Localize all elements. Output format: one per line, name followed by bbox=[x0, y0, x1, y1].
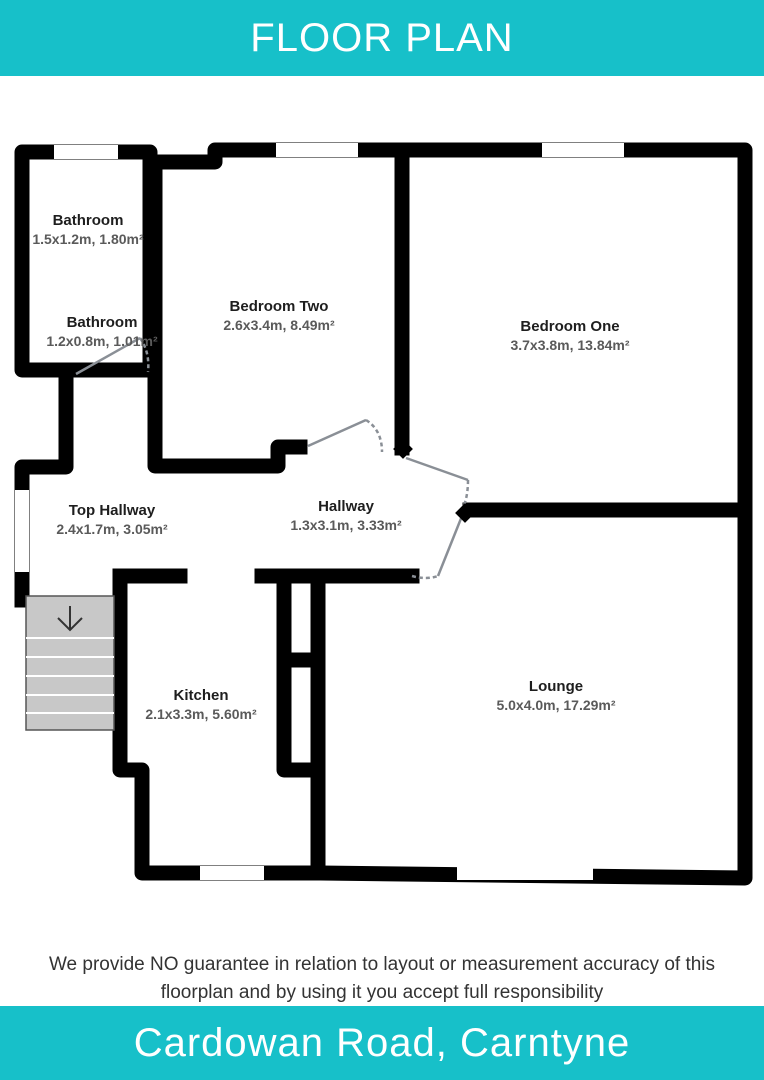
door-jamb bbox=[455, 503, 475, 523]
window bbox=[542, 143, 624, 157]
room-dims-bedroom-two: 2.6x3.4m, 8.49m² bbox=[223, 317, 335, 333]
room-dims-top-hallway: 2.4x1.7m, 3.05m² bbox=[56, 521, 168, 537]
disclaimer-line: We provide NO guarantee in relation to l… bbox=[48, 954, 716, 975]
room-name-bedroom-two: Bedroom Two bbox=[230, 298, 329, 315]
doors bbox=[75, 336, 470, 580]
room-dims-lounge: 5.0x4.0m, 17.29m² bbox=[496, 697, 615, 713]
room-name-bathroom: Bathroom bbox=[67, 314, 138, 331]
windows bbox=[15, 143, 624, 880]
door-jambs bbox=[393, 439, 475, 523]
room-dims-bathroom: 1.5x1.2m, 1.80m² bbox=[32, 231, 144, 247]
stairs-block bbox=[25, 595, 115, 731]
window bbox=[200, 866, 264, 880]
door-swing bbox=[75, 336, 141, 376]
door-swing bbox=[436, 515, 464, 577]
room-dims-kitchen: 2.1x3.3m, 5.60m² bbox=[145, 706, 257, 722]
room-name-top-hallway: Top Hallway bbox=[69, 502, 156, 519]
address: Cardowan Road, Carntyne bbox=[133, 1020, 631, 1065]
window bbox=[54, 145, 118, 159]
room-dims-bathroom: 1.2x0.8m, 1.01m² bbox=[46, 333, 158, 349]
window bbox=[457, 866, 593, 880]
room-dims-hallway: 1.3x3.1m, 3.33m² bbox=[290, 517, 402, 533]
room-name-lounge: Lounge bbox=[529, 678, 583, 695]
outer-wall-top bbox=[150, 142, 753, 886]
door-swing bbox=[138, 337, 150, 373]
stairs bbox=[25, 595, 115, 731]
room-name-bedroom-one: Bedroom One bbox=[520, 318, 619, 335]
footer-banner: Cardowan Road, Carntyne bbox=[0, 1006, 764, 1080]
door-swing bbox=[365, 418, 384, 453]
window bbox=[276, 143, 358, 157]
room-name-kitchen: Kitchen bbox=[173, 687, 228, 704]
door-swing bbox=[411, 574, 439, 580]
page-title: FLOOR PLAN bbox=[250, 15, 514, 60]
room-dims-bedroom-one: 3.7x3.8m, 13.84m² bbox=[510, 337, 629, 353]
disclaimer-line: floorplan and by using it you accept ful… bbox=[160, 982, 604, 1003]
window bbox=[15, 490, 29, 572]
room-labels: Bathroom 1.5x1.2m, 1.80m² Bathroom 1.2x0… bbox=[32, 212, 630, 722]
header-banner: FLOOR PLAN bbox=[0, 0, 764, 76]
arrow-down-icon bbox=[57, 606, 83, 632]
bathroom-walls bbox=[14, 144, 158, 378]
door-swing bbox=[307, 418, 367, 448]
bedroom-two-left-wall bbox=[147, 154, 308, 474]
room-name-bathroom: Bathroom bbox=[53, 212, 124, 229]
disclaimer: We provide NO guarantee in relation to l… bbox=[0, 951, 764, 1007]
room-name-hallway: Hallway bbox=[318, 498, 375, 515]
door-swing bbox=[405, 456, 469, 482]
door-jamb bbox=[393, 439, 413, 459]
